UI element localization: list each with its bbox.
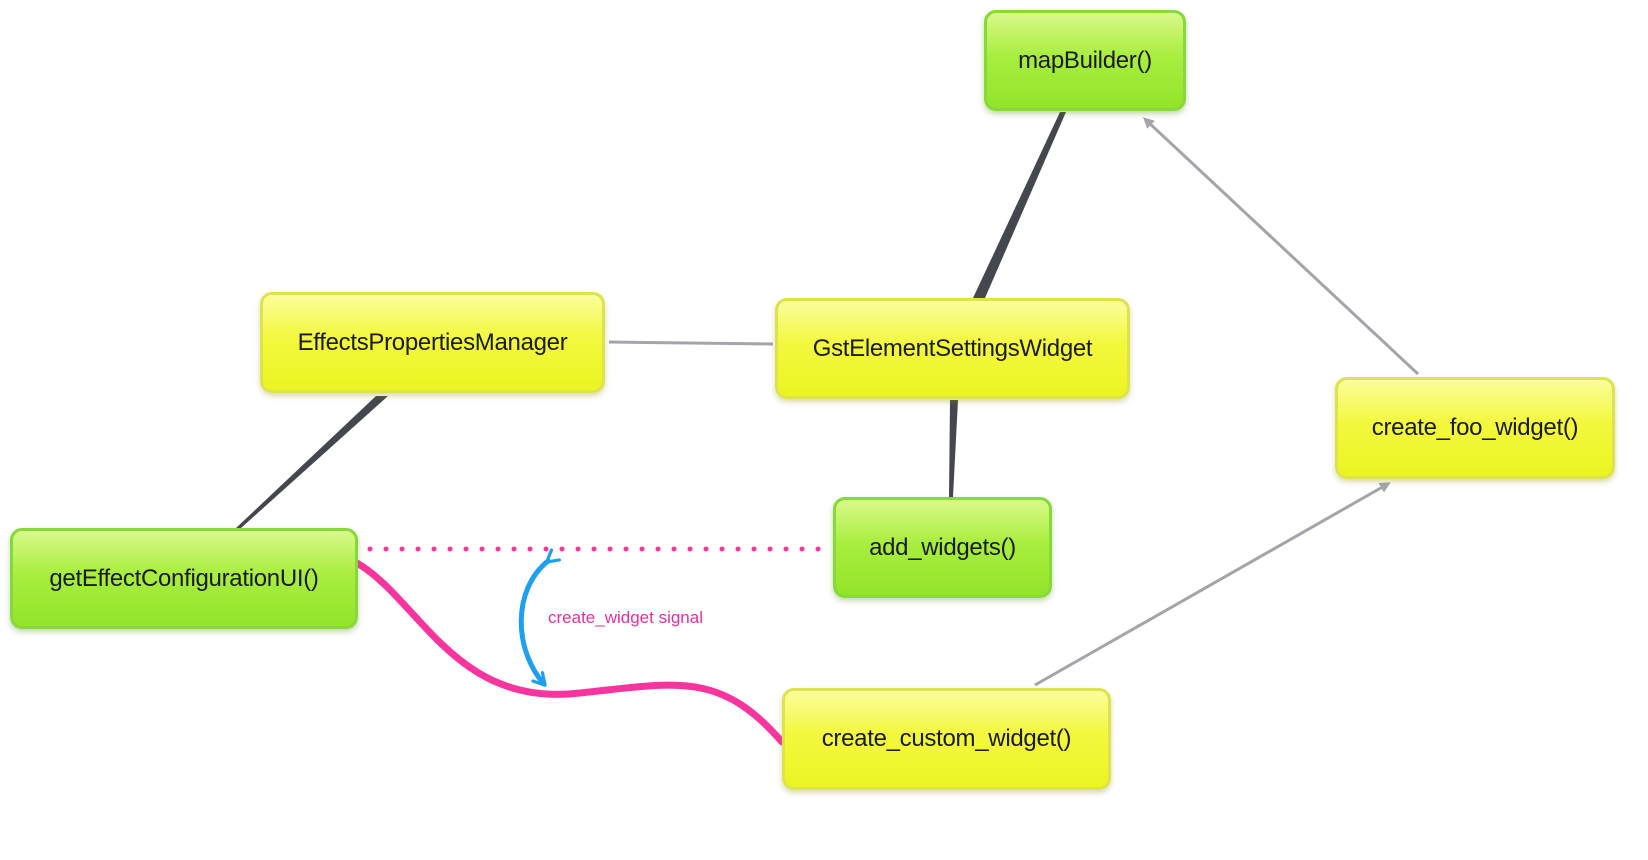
node-geteffectconfigurationui-label: getEffectConfigurationUI() — [49, 564, 319, 592]
node-effectspropertiesmanager[interactable]: EffectsPropertiesManager — [260, 292, 605, 393]
node-effectspropertiesmanager-label: EffectsPropertiesManager — [297, 328, 568, 356]
node-createcustomwidget[interactable]: create_custom_widget() — [782, 688, 1111, 790]
arrow-createcustomwidget-createfoowidget — [1034, 482, 1391, 687]
node-createfoowidget-label: create_foo_widget() — [1371, 414, 1579, 441]
node-createfoowidget[interactable]: create_foo_widget() — [1335, 377, 1615, 479]
link-effectspropertiesmanager-gstelementsettingswidget — [608, 340, 774, 346]
link-effectspropertiesmanager-geteffectconfigurationui — [236, 396, 388, 528]
signal-curve-geteffectconfigurationui-createcustomwidget — [353, 559, 786, 746]
node-addwidgets-label: add_widgets() — [869, 533, 1016, 561]
node-gstelementsettingswidget-label: GstElementSettingsWidget — [812, 334, 1093, 362]
node-geteffectconfigurationui[interactable]: getEffectConfigurationUI() — [10, 528, 358, 629]
arrow-createfoowidget-mapbuilder — [1142, 117, 1420, 376]
node-mapbuilder[interactable]: mapBuilder() — [984, 10, 1186, 111]
node-mapbuilder-label: mapBuilder() — [1018, 46, 1152, 74]
signal-label: create_widget signal — [548, 608, 703, 627]
node-addwidgets[interactable]: add_widgets() — [833, 497, 1052, 598]
node-createcustomwidget-label: create_custom_widget() — [821, 725, 1072, 752]
link-mapbuilder-gstelementsettingswidget — [973, 112, 1066, 298]
signal-double-arrow — [518, 548, 562, 687]
link-gstelementsettingswidget-addwidgets — [949, 400, 958, 497]
node-gstelementsettingswidget[interactable]: GstElementSettingsWidget — [775, 298, 1130, 399]
